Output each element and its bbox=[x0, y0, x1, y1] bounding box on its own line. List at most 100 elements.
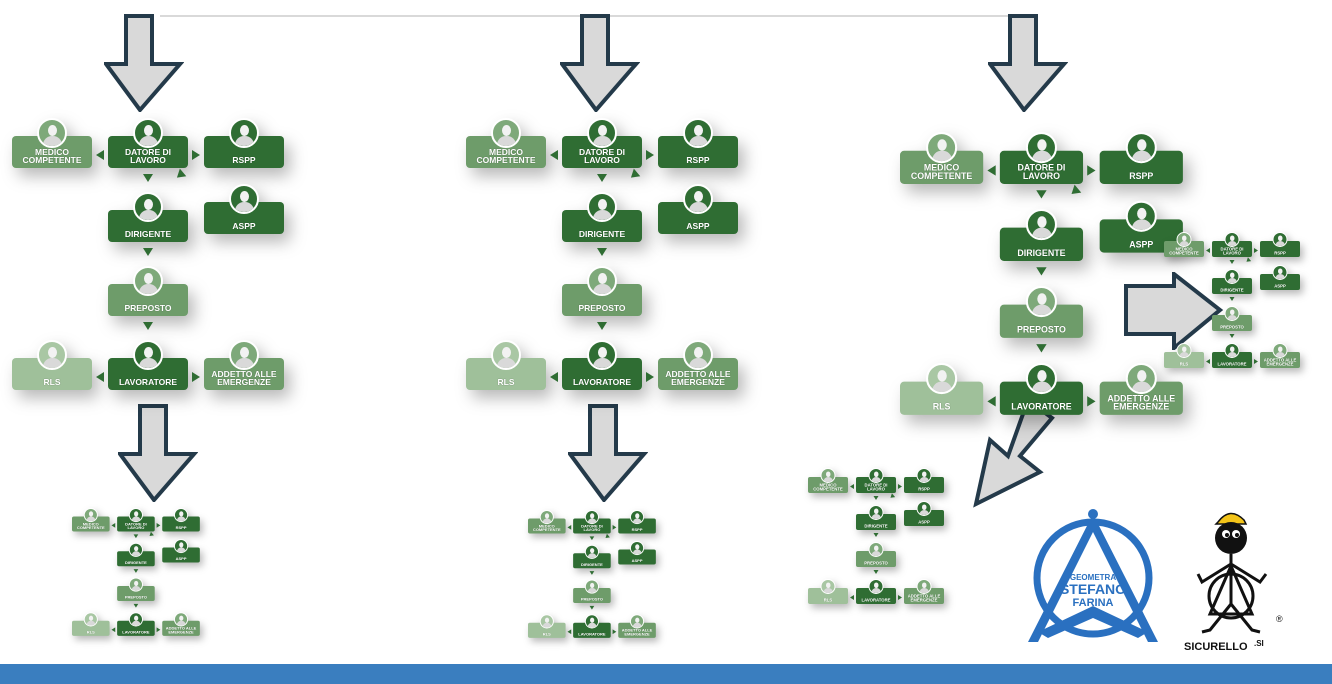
aspp-node: ASPP bbox=[204, 184, 284, 234]
person-avatar-icon bbox=[1272, 232, 1288, 247]
connector-arrow-icon bbox=[192, 150, 200, 160]
medico-label: MEDICO COMPETENTE bbox=[476, 147, 536, 165]
addetto-label: ADDETTO ALLE EMERGENZE bbox=[165, 625, 197, 635]
preposto-node: PREPOSTO bbox=[1212, 306, 1252, 331]
connector-arrow-icon bbox=[1036, 267, 1047, 276]
addetto-node: ADDETTO ALLE EMERGENZE bbox=[658, 340, 738, 390]
person-avatar-icon bbox=[128, 542, 143, 557]
dirigente-label: DIRIGENTE bbox=[864, 523, 888, 529]
lavoratore-node: LAVORATORE bbox=[856, 579, 896, 604]
person-avatar-icon bbox=[683, 340, 713, 370]
connector-arrow-icon bbox=[156, 523, 161, 528]
preposto-label: PREPOSTO bbox=[1220, 324, 1244, 330]
person-avatar-icon bbox=[629, 541, 645, 556]
person-avatar-icon bbox=[587, 340, 617, 370]
datore-label: DATORE DI LAVORO bbox=[125, 521, 147, 531]
medico-label: MEDICO COMPETENTE bbox=[910, 162, 973, 181]
lavoratore-label: LAVORATORE bbox=[122, 629, 150, 635]
connector-arrow-icon bbox=[589, 605, 595, 610]
person-avatar-icon bbox=[584, 510, 599, 525]
connector-arrow-icon bbox=[1036, 190, 1047, 199]
lavoratore-label: LAVORATORE bbox=[1217, 361, 1247, 367]
person-avatar-icon bbox=[1224, 232, 1240, 247]
lavoratore-node: LAVORATORE bbox=[999, 362, 1084, 415]
geometra-stefano-farina-logo: GEOMETRA STEFANO FARINA bbox=[1028, 509, 1158, 642]
person-avatar-icon bbox=[868, 542, 884, 557]
person-avatar-icon bbox=[37, 340, 67, 370]
aspp-label: ASPP bbox=[1129, 239, 1154, 250]
aspp-node: ASPP bbox=[618, 541, 656, 565]
person-avatar-icon bbox=[916, 579, 932, 594]
connector-arrow-icon bbox=[873, 496, 879, 500]
connector-arrow-icon bbox=[550, 150, 558, 160]
datore-node: DATORE DI LAVORO bbox=[999, 132, 1084, 184]
person-avatar-icon bbox=[128, 508, 143, 523]
dirigente-label: DIRIGENTE bbox=[578, 229, 626, 239]
connector-arrow-icon bbox=[1229, 334, 1235, 338]
rspp-label: RSPP bbox=[1129, 170, 1154, 181]
datore-label: DATORE DI LAVORO bbox=[864, 482, 888, 492]
lavoratore-node: LAVORATORE bbox=[562, 340, 642, 390]
connector-arrow-icon bbox=[604, 533, 610, 540]
dirigente-label: DIRIGENTE bbox=[581, 562, 603, 567]
person-avatar-icon bbox=[1125, 132, 1157, 164]
person-avatar-icon bbox=[587, 266, 617, 296]
rspp-label: RSPP bbox=[918, 486, 930, 492]
addetto-label: ADDETTO ALLE EMERGENZE bbox=[1263, 357, 1297, 367]
lavoratore-label: LAVORATORE bbox=[572, 377, 632, 387]
dirigente-node: DIRIGENTE bbox=[573, 544, 611, 569]
medico-node: MEDICO COMPETENTE bbox=[1164, 232, 1204, 257]
datore-label: DATORE DI LAVORO bbox=[579, 147, 625, 165]
addetto-label: ADDETTO ALLE EMERGENZE bbox=[907, 593, 941, 603]
preposto-label: PREPOSTO bbox=[864, 560, 888, 566]
aspp-label: ASPP bbox=[918, 519, 930, 525]
connector-arrow-icon bbox=[987, 396, 996, 407]
connector-arrow-icon bbox=[567, 629, 572, 635]
connector-arrow-icon bbox=[1254, 359, 1258, 364]
person-avatar-icon bbox=[491, 340, 521, 370]
datore-node: DATORE DI LAVORO bbox=[856, 468, 896, 493]
connector-arrow-icon bbox=[143, 322, 153, 330]
person-avatar-icon bbox=[683, 184, 713, 214]
diagonal-arrow bbox=[973, 396, 1055, 508]
preposto-label: PREPOSTO bbox=[578, 303, 626, 313]
person-avatar-icon bbox=[1224, 343, 1240, 358]
medico-label: MEDICO COMPETENTE bbox=[532, 523, 561, 533]
dirigente-label: DIRIGENTE bbox=[124, 229, 172, 239]
medico-node: MEDICO COMPETENTE bbox=[466, 118, 546, 168]
medico-label: MEDICO COMPETENTE bbox=[76, 521, 105, 531]
person-avatar-icon bbox=[229, 184, 259, 214]
addetto-label: ADDETTO ALLE EMERGENZE bbox=[1107, 393, 1176, 412]
person-avatar-icon bbox=[1224, 269, 1240, 284]
datore-label: DATORE DI LAVORO bbox=[1017, 162, 1066, 181]
dirigente-node: DIRIGENTE bbox=[117, 542, 155, 567]
connector-arrow-icon bbox=[111, 523, 116, 528]
preposto-label: PREPOSTO bbox=[580, 596, 603, 602]
addetto-node: ADDETTO ALLE EMERGENZE bbox=[204, 340, 284, 390]
connector-arrow-icon bbox=[173, 168, 187, 182]
person-avatar-icon bbox=[539, 614, 554, 629]
medico-node: MEDICO COMPETENTE bbox=[12, 118, 92, 168]
connector-arrow-icon bbox=[143, 248, 153, 256]
connector-arrow-icon bbox=[612, 629, 617, 635]
datore-node: DATORE DI LAVORO bbox=[562, 118, 642, 168]
person-avatar-icon bbox=[173, 612, 189, 627]
rls-label: RLS bbox=[823, 597, 833, 603]
connector-arrow-icon bbox=[850, 484, 854, 489]
connector-arrow-icon bbox=[143, 174, 153, 182]
connector-arrow-icon bbox=[612, 525, 617, 530]
addetto-node: ADDETTO ALLE EMERGENZE bbox=[1099, 362, 1183, 415]
footer-bar bbox=[0, 664, 1332, 684]
person-avatar-icon bbox=[1176, 232, 1192, 247]
person-avatar-icon bbox=[868, 579, 884, 594]
rls-node: RLS bbox=[1164, 343, 1204, 368]
farina-label: FARINA bbox=[1073, 597, 1114, 609]
connector-arrow-icon bbox=[888, 493, 896, 500]
dirigente-label: DIRIGENTE bbox=[1220, 287, 1244, 293]
lavoratore-node: LAVORATORE bbox=[1212, 343, 1252, 368]
connector-arrow-icon bbox=[567, 525, 572, 530]
